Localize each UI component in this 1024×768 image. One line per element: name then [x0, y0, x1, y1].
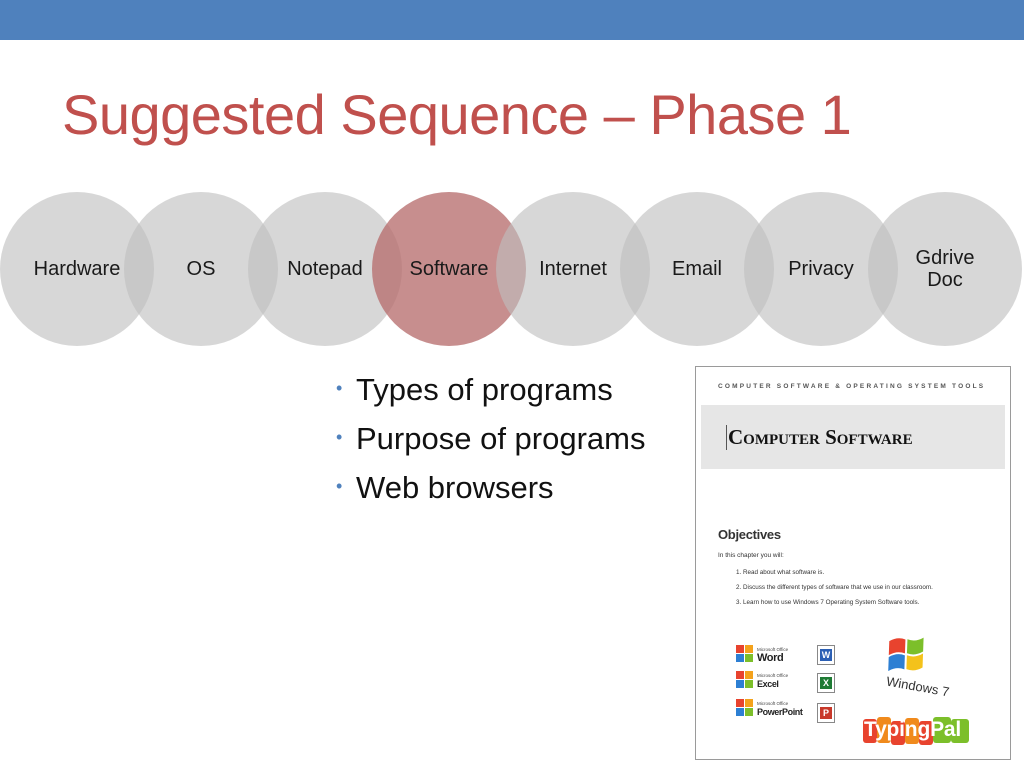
sequence-step-label: Software [409, 258, 489, 280]
sequence-step-label: Internet [539, 258, 607, 280]
document-title: Computer Software [726, 425, 913, 450]
top-accent-bar [0, 0, 1024, 40]
bullet-icon: • [336, 378, 343, 399]
slide-title: Suggested Sequence – Phase 1 [62, 83, 852, 146]
sequence-step-label: OS [186, 258, 216, 280]
sequence-step-label: Email [671, 258, 722, 280]
sequence-step-label: Gdrive Doc [915, 247, 975, 291]
objectives-list: 1. Read about what software is. 2. Discu… [736, 569, 933, 614]
excel-logo: Microsoft Office Excel [736, 671, 788, 689]
objective-item: 3. Learn how to use Windows 7 Operating … [736, 599, 920, 606]
bullet-item: •Web browsers [336, 470, 554, 505]
powerpoint-logo: Microsoft Office PowerPoint [736, 699, 803, 717]
office-logo-icon [736, 699, 754, 717]
document-kicker: COMPUTER SOFTWARE & OPERATING SYSTEM TOO… [718, 383, 986, 390]
office-logo-icon [736, 671, 754, 689]
objectives-intro: In this chapter you will: [718, 552, 784, 559]
objective-item: 1. Read about what software is. [736, 569, 825, 576]
sequence-step-label: Privacy [788, 258, 854, 280]
powerpoint-file-icon: P [817, 703, 835, 723]
bullet-item: •Purpose of programs [336, 421, 646, 456]
sequence-step-label: Hardware [33, 258, 121, 280]
windows-logo-icon [888, 637, 924, 672]
bullet-item: •Types of programs [336, 372, 613, 407]
sequence-step-label: Notepad [287, 258, 363, 280]
sequence-step-gdrive-doc: Gdrive Doc [868, 192, 1022, 346]
objective-item: 2. Discuss the different types of softwa… [736, 584, 933, 591]
office-logo-icon [736, 645, 754, 663]
document-title-band [701, 405, 1005, 469]
word-logo: Microsoft Office Word [736, 645, 788, 664]
document-preview: COMPUTER SOFTWARE & OPERATING SYSTEM TOO… [695, 366, 1011, 760]
bullet-list: •Types of programs •Purpose of programs … [336, 372, 645, 519]
bullet-icon: • [336, 427, 343, 448]
word-file-icon: W [817, 645, 835, 665]
windows-logo: Windows 7 [882, 633, 950, 699]
typingpal-wordmark: TypingPal [864, 718, 961, 741]
bullet-icon: • [336, 476, 343, 497]
objectives-heading: Objectives [718, 527, 781, 542]
typingpal-logo: TypingPal [863, 713, 973, 749]
excel-file-icon: X [817, 673, 835, 693]
windows-label: Windows 7 [885, 673, 951, 700]
